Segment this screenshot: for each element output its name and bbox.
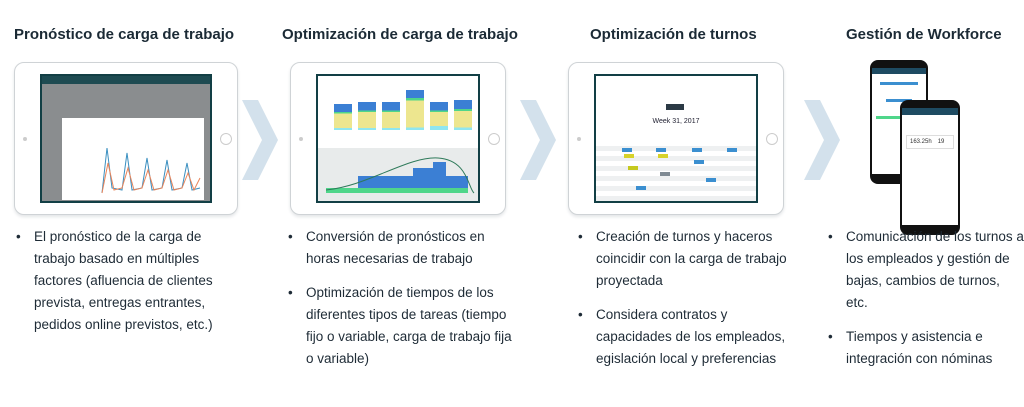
phone-front-screenshot: 163.25h 19 [900, 100, 960, 235]
week-label: Week 31, 2017 [652, 118, 700, 125]
stacked-bar-chart [330, 84, 472, 130]
chevron-right-icon [804, 100, 840, 180]
step-title: Gestión de Workforce [846, 26, 1002, 43]
tablet-workload-screenshot [290, 62, 506, 215]
count-value: 19 [937, 139, 945, 145]
tablet-shifts-screenshot: Week 31, 2017 [568, 62, 784, 215]
step-title: Optimización de carga de trabajo [282, 26, 518, 43]
chevron-right-icon [242, 100, 278, 180]
bullet-item: Creación de turnos y haceros coincidir c… [578, 226, 793, 292]
tablet-forecast-screenshot [14, 62, 238, 215]
histogram-chart [325, 157, 475, 194]
bullet-item: Tiempos y asistencia e integración con n… [828, 326, 1024, 370]
bullet-list: Creación de turnos y haceros coincidir c… [578, 226, 793, 382]
bullet-item: El pronóstico de la carga de trabajo bas… [16, 226, 241, 336]
bullet-item: Optimización de tiempos de los diferente… [288, 282, 520, 370]
step-title: Pronóstico de carga de trabajo [14, 26, 235, 43]
bullet-item: Conversión de pronósticos en horas neces… [288, 226, 520, 270]
bullet-item: Comunicación de los turnos a los emplead… [828, 226, 1024, 314]
shift-grid [596, 146, 756, 201]
bullet-list: El pronóstico de la carga de trabajo bas… [16, 226, 241, 348]
hours-value: 163.25h [910, 139, 932, 145]
chevron-right-icon [520, 100, 556, 180]
bullet-list: Conversión de pronósticos en horas neces… [288, 226, 520, 382]
step-title: Optimización de turnos [590, 26, 757, 43]
bullet-list: Comunicación de los turnos a los emplead… [828, 226, 1024, 382]
bullet-item: Considera contratos y capacidades de los… [578, 304, 793, 370]
forecast-line-chart [101, 147, 201, 194]
